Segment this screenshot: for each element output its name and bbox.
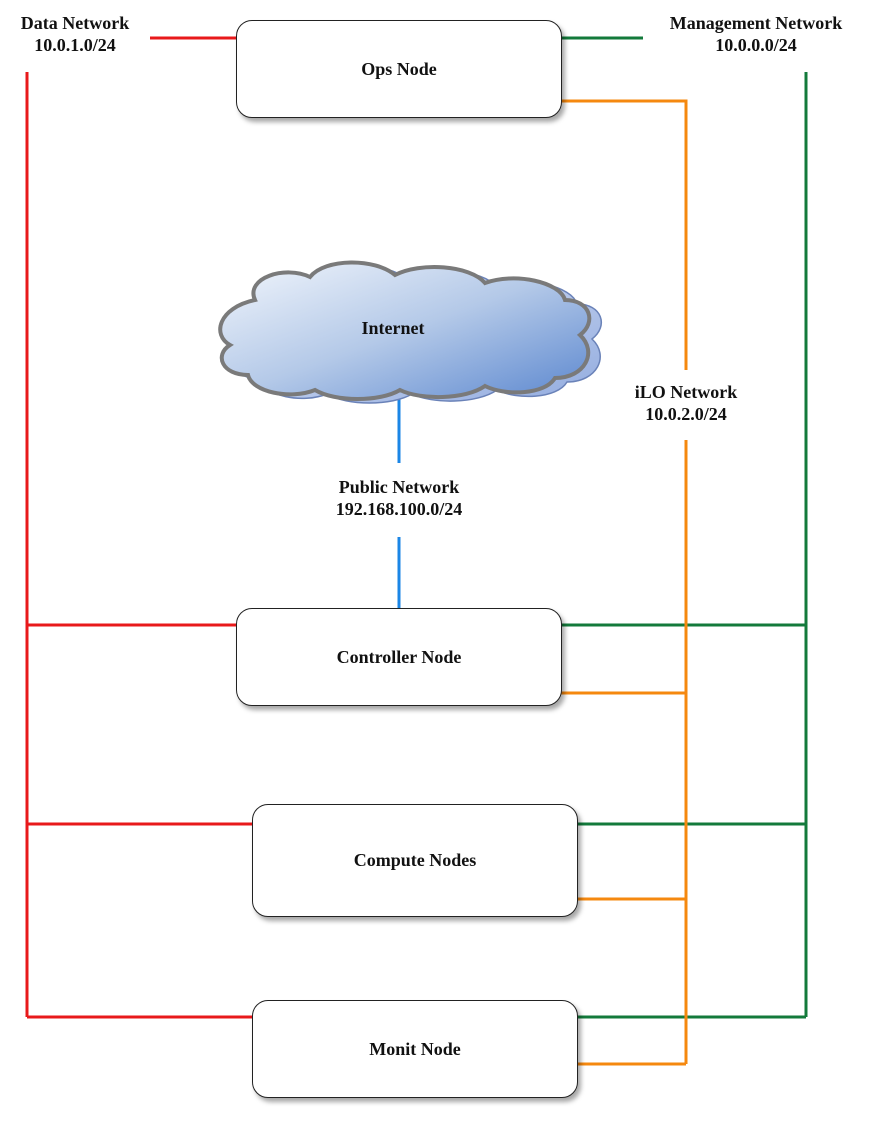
ilo-network-cidr: 10.0.2.0/24 — [645, 404, 727, 424]
internet-label: Internet — [361, 318, 425, 338]
public-network-name: Public Network — [338, 477, 460, 497]
data-network-label: Data Network 10.0.1.0/24 — [5, 12, 145, 56]
compute-nodes: Compute Nodes — [252, 804, 578, 917]
management-network-cidr: 10.0.0.0/24 — [715, 35, 797, 55]
management-network-name: Management Network — [669, 13, 843, 33]
ilo-network-name: iLO Network — [634, 382, 738, 402]
public-network-cidr: 192.168.100.0/24 — [335, 499, 463, 519]
ilo-network-lines — [560, 99, 688, 1066]
controller-node: Controller Node — [236, 608, 562, 706]
data-network-lines — [25, 36, 254, 1019]
management-network-lines — [560, 36, 808, 1019]
data-network-cidr: 10.0.1.0/24 — [34, 35, 116, 55]
data-network-name: Data Network — [20, 13, 130, 33]
ilo-network-label: iLO Network 10.0.2.0/24 — [606, 381, 766, 425]
monit-node: Monit Node — [252, 1000, 578, 1098]
management-network-label: Management Network 10.0.0.0/24 — [645, 12, 867, 56]
internet-cloud-icon — [218, 260, 602, 404]
public-network-label: Public Network 192.168.100.0/24 — [309, 476, 489, 520]
ops-node: Ops Node — [236, 20, 562, 118]
